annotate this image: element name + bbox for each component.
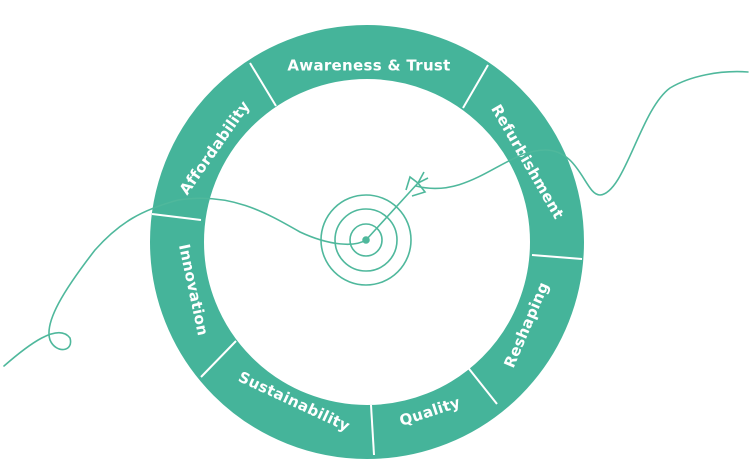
segment-separators — [151, 62, 583, 456]
target-ring-inner — [349, 223, 383, 257]
separator — [462, 64, 489, 109]
target-ring-outer — [320, 194, 412, 286]
separator — [249, 62, 277, 107]
separator — [531, 254, 583, 260]
arrow-fletching — [405, 171, 429, 197]
flow-line — [3, 197, 367, 367]
separator — [151, 213, 202, 221]
flow-line-right — [415, 70, 749, 196]
ring-band — [150, 25, 584, 459]
separator — [465, 364, 498, 405]
separator — [370, 404, 375, 456]
arrow-shaft — [365, 182, 419, 241]
segment-label-awareness-trust: Awareness & Trust — [287, 57, 450, 75]
target-ring-middle — [334, 208, 398, 272]
target-arrow-icon — [320, 171, 429, 286]
separator — [200, 340, 237, 378]
